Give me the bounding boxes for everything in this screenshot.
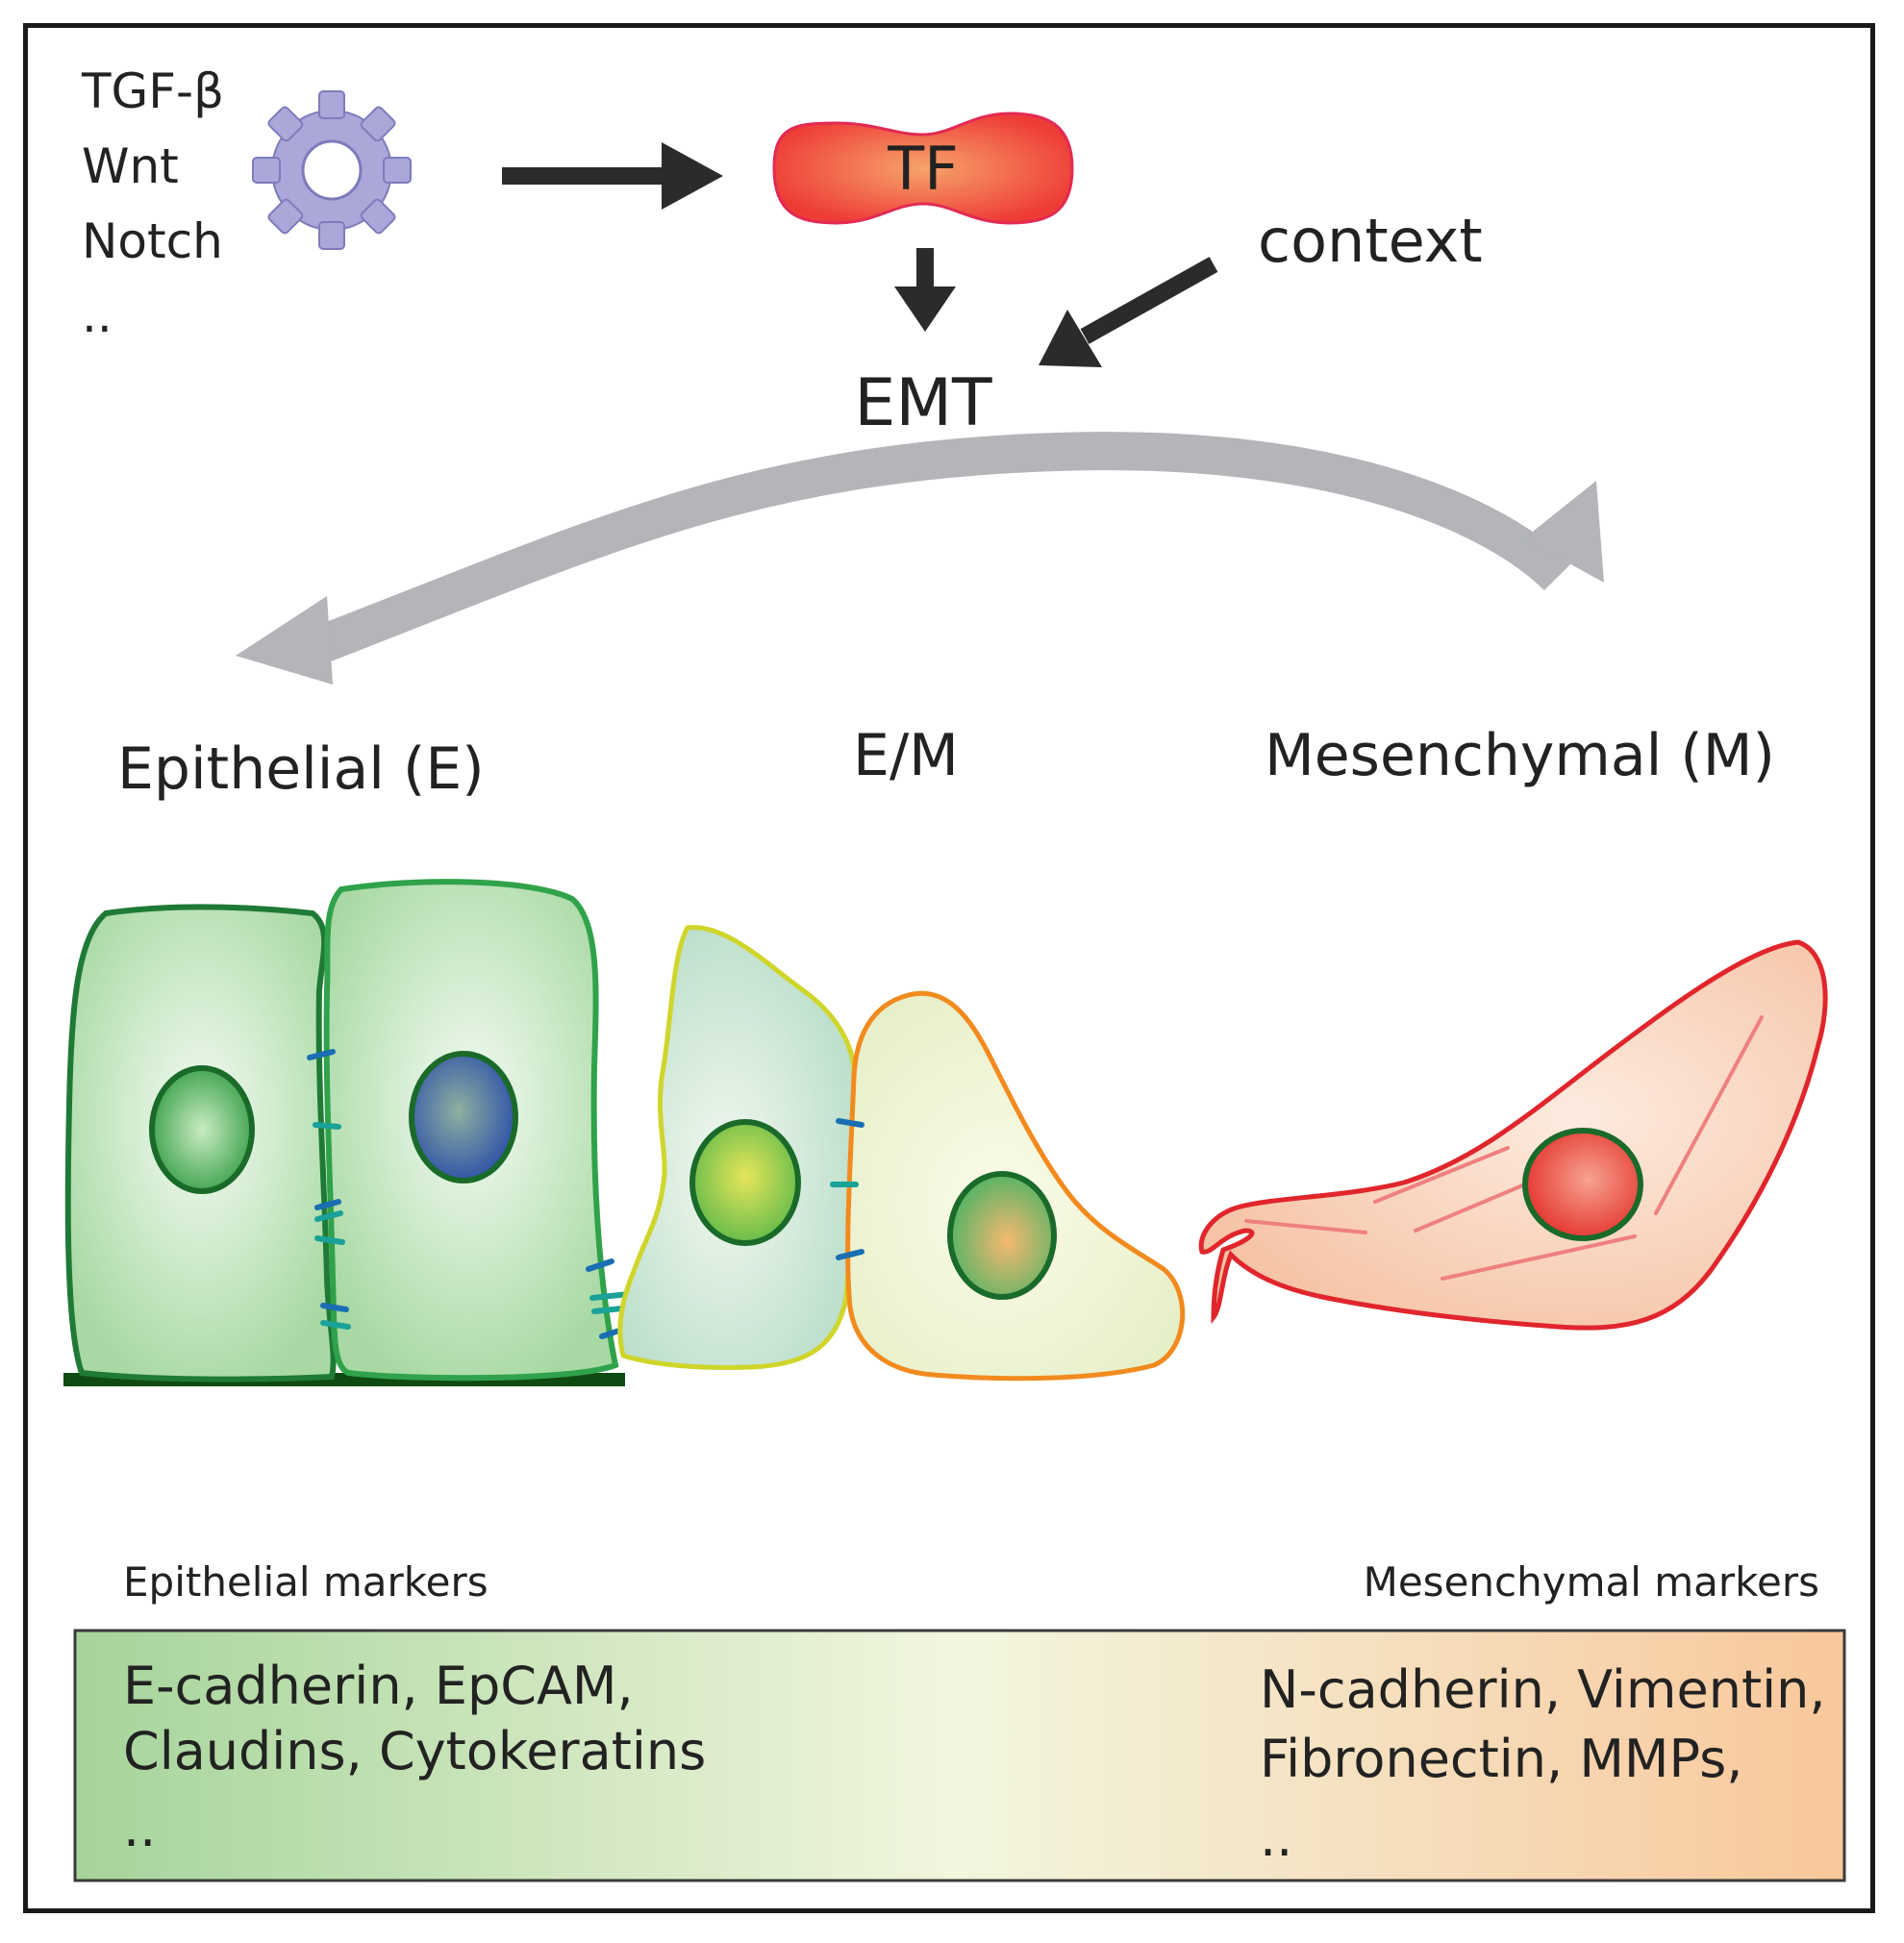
mesenchymal-markers-title: Mesenchymal markers <box>1364 1558 1819 1606</box>
nucleus <box>947 1171 1057 1300</box>
epithelial-cell-1 <box>64 904 337 1383</box>
hybrid-junctions <box>830 1118 864 1260</box>
nucleus <box>409 1051 518 1183</box>
signal-wnt: Wnt <box>82 138 179 194</box>
signal-tgf-beta: TGF-β <box>81 63 224 119</box>
tf-shape: TF <box>772 112 1074 225</box>
epithelial-marker-line: E-cadherin, EpCAM, <box>123 1656 634 1716</box>
mesenchymal-marker-line: Fibronectin, MMPs, <box>1260 1729 1742 1789</box>
marker-gradient-bar <box>73 1629 1846 1882</box>
emt-label: EMT <box>854 365 992 441</box>
mesenchymal-marker-line: N-cadherin, Vimentin, <box>1260 1659 1826 1720</box>
bidirectional-arrow-icon <box>236 432 1604 685</box>
hybrid-cell-1 <box>617 925 858 1370</box>
nucleus <box>149 1065 255 1194</box>
arrow-signal-to-tf-icon <box>502 142 723 210</box>
mesenchymal-cell <box>1198 939 1828 1331</box>
state-hybrid-label: E/M <box>853 722 959 789</box>
context-label: context <box>1258 206 1483 276</box>
gear-icon <box>252 90 412 250</box>
epithelial-marker-line: .. <box>123 1798 156 1858</box>
state-epithelial-label: Epithelial (E) <box>117 735 485 803</box>
epithelial-cell-2 <box>323 879 619 1382</box>
signal-notch: Notch <box>82 213 223 269</box>
arrow-tf-to-emt-icon <box>894 248 956 332</box>
nucleus <box>689 1119 801 1246</box>
signal-list: TGF-β Wnt Notch .. <box>81 63 224 343</box>
epithelial-markers-title: Epithelial markers <box>123 1558 489 1606</box>
mesenchymal-marker-line: .. <box>1260 1807 1292 1868</box>
tf-label: TF <box>887 134 959 204</box>
state-mesenchymal-label: Mesenchymal (M) <box>1265 722 1775 789</box>
epithelial-marker-line: Claudins, Cytokeratins <box>123 1721 706 1781</box>
actin-fibers <box>1244 1015 1764 1281</box>
hybrid-cell-2 <box>845 990 1186 1382</box>
arrow-context-to-emt-icon <box>1039 257 1218 367</box>
nucleus <box>1522 1128 1643 1241</box>
mesenchymal-markers-list: N-cadherin, Vimentin, Fibronectin, MMPs,… <box>1260 1659 1826 1868</box>
epithelial-markers-list: E-cadherin, EpCAM, Claudins, Cytokeratin… <box>123 1656 706 1858</box>
signal-more: .. <box>82 287 113 343</box>
